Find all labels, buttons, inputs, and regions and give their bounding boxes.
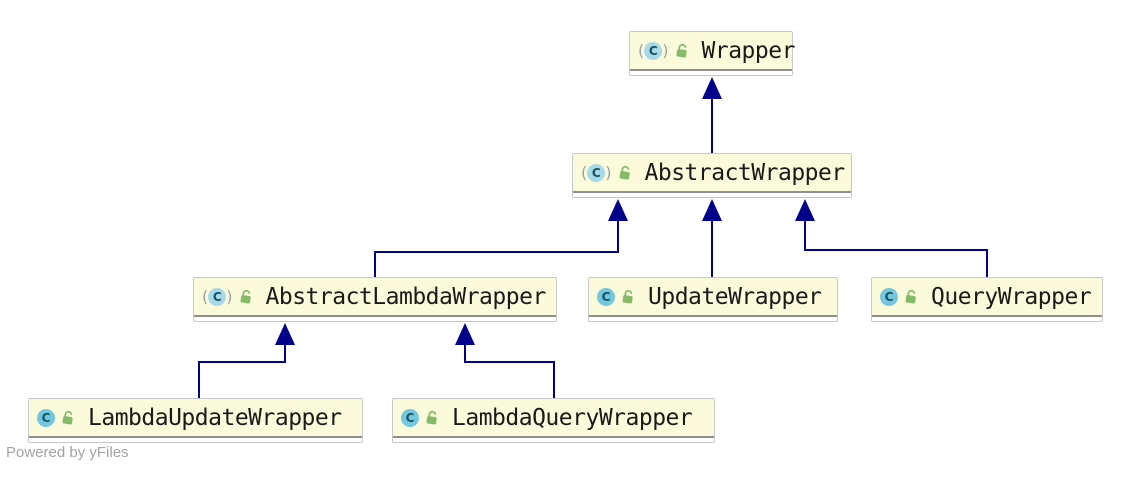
public-visibility-lock-icon xyxy=(59,409,76,426)
public-visibility-lock-icon xyxy=(673,42,690,59)
public-visibility-lock-icon xyxy=(237,288,254,305)
class-icon: C xyxy=(401,408,419,427)
class-node-updatewrapper[interactable]: C UpdateWrapper xyxy=(588,277,838,322)
edge-updatewrapper-to-abstractwrapper[interactable] xyxy=(702,199,722,277)
class-node-lambdaupdatewrapper[interactable]: C LambdaUpdateWrapper xyxy=(28,398,363,443)
class-node-header: (C) Wrapper xyxy=(630,32,796,71)
class-name-label: QueryWrapper xyxy=(931,283,1092,310)
class-node-wrapper[interactable]: (C) Wrapper xyxy=(629,31,796,76)
abstract-paren-left: ( xyxy=(581,162,588,182)
class-name-label: AbstractWrapper xyxy=(644,159,846,186)
class-node-header: C QueryWrapper xyxy=(872,278,1102,317)
class-node-abstractwrapper[interactable]: (C) AbstractWrapper xyxy=(572,153,852,198)
class-name-label: LambdaQueryWrapper xyxy=(452,404,693,431)
class-name-label: Wrapper xyxy=(701,37,796,64)
class-name-label: AbstractLambdaWrapper xyxy=(265,283,547,310)
abstract-class-icon: (C) xyxy=(581,162,612,182)
public-visibility-lock-icon xyxy=(619,288,636,305)
edge-lambdaupdatewrapper-to-abstractlambdawrapper[interactable] xyxy=(198,323,295,398)
class-letter: C xyxy=(37,408,55,427)
class-node-querywrapper[interactable]: C QueryWrapper xyxy=(871,277,1103,322)
edge-lambdaquerywrapper-to-abstractlambdawrapper[interactable] xyxy=(455,323,555,398)
edge-abstractwrapper-to-wrapper[interactable] xyxy=(702,77,722,153)
class-letter: C xyxy=(401,408,419,427)
class-node-header: C LambdaQueryWrapper xyxy=(393,399,714,438)
class-node-abstractlambdawrapper[interactable]: (C) AbstractLambdaWrapper xyxy=(193,277,557,322)
class-node-header: (C) AbstractWrapper xyxy=(573,154,851,193)
public-visibility-lock-icon xyxy=(902,288,919,305)
public-visibility-lock-icon xyxy=(616,164,633,181)
class-letter: C xyxy=(597,287,615,306)
abstract-paren-right: ) xyxy=(605,162,612,182)
class-node-header: C UpdateWrapper xyxy=(589,278,837,317)
class-node-lambdaquerywrapper[interactable]: C LambdaQueryWrapper xyxy=(392,398,715,443)
class-letter: C xyxy=(644,41,663,60)
class-node-header: C LambdaUpdateWrapper xyxy=(29,399,362,438)
class-name-label: UpdateWrapper xyxy=(648,283,822,310)
class-node-header: (C) AbstractLambdaWrapper xyxy=(194,278,556,317)
public-visibility-lock-icon xyxy=(423,409,440,426)
class-name-label: LambdaUpdateWrapper xyxy=(88,404,342,431)
abstract-paren-right: ) xyxy=(662,40,669,60)
class-icon: C xyxy=(597,287,615,306)
abstract-paren-right: ) xyxy=(226,286,233,306)
class-letter: C xyxy=(208,287,227,306)
class-letter: C xyxy=(880,287,898,306)
abstract-class-icon: (C) xyxy=(202,286,233,306)
edge-abstractlambdawrapper-to-abstractwrapper[interactable] xyxy=(374,199,628,277)
class-letter: C xyxy=(587,163,606,182)
class-icon: C xyxy=(37,408,55,427)
abstract-class-icon: (C) xyxy=(638,40,669,60)
class-icon: C xyxy=(880,287,898,306)
abstract-paren-left: ( xyxy=(638,40,645,60)
yfiles-watermark[interactable]: Powered by yFiles xyxy=(6,444,129,461)
abstract-paren-left: ( xyxy=(202,286,209,306)
edge-querywrapper-to-abstractwrapper[interactable] xyxy=(795,199,988,277)
